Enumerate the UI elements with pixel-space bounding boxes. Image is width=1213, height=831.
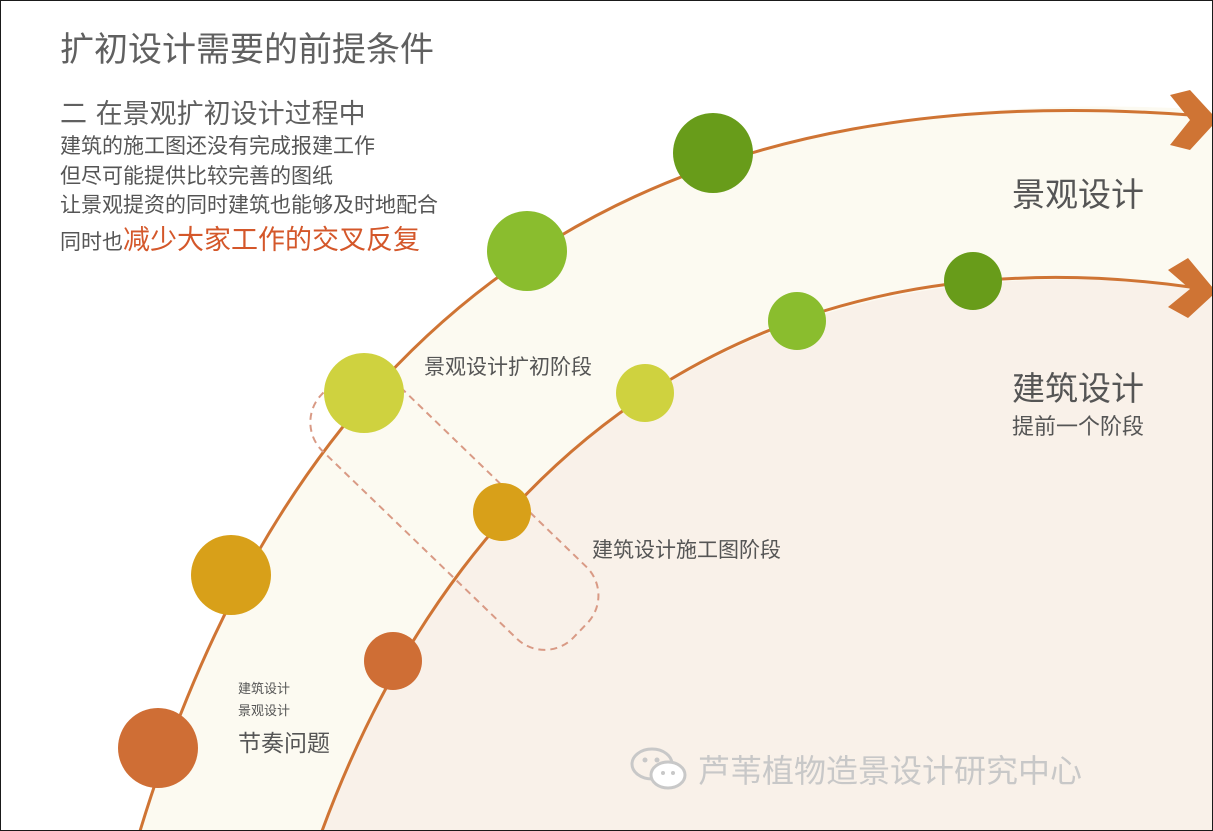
intro-heading: 二 在景观扩初设计过程中 bbox=[60, 99, 366, 130]
watermark-text: 芦苇植物造景设计研究中心 bbox=[698, 752, 1083, 790]
landscape-arrowhead bbox=[1170, 90, 1213, 150]
landscape-stage-dot-5 bbox=[118, 708, 198, 788]
landscape-stage-dot-2 bbox=[487, 211, 567, 291]
architecture-stage-dot-4 bbox=[473, 483, 531, 541]
highlight-text: 减少大家工作的交叉反复 bbox=[123, 225, 420, 256]
architecture-stage-dot-2 bbox=[768, 292, 826, 350]
rhythm-title: 节奏问题 bbox=[238, 731, 330, 757]
architecture-arrowhead bbox=[1168, 258, 1213, 318]
intro-line-2: 但尽可能提供比较完善的图纸 bbox=[60, 164, 333, 188]
intro-line-3: 让景观提资的同时建筑也能够及时地配合 bbox=[60, 193, 438, 217]
landscape-stage-dot-1 bbox=[673, 113, 753, 193]
intro-line-4: 同时也减少大家工作的交叉反复 bbox=[60, 218, 420, 257]
rhythm-line-2: 景观设计 bbox=[238, 704, 291, 719]
intro-line-4-prefix: 同时也 bbox=[60, 230, 123, 254]
page-title: 扩初设计需要的前提条件 bbox=[60, 30, 434, 70]
watermark: 芦苇植物造景设计研究中心 bbox=[628, 744, 1082, 794]
architecture-track-label: 建筑设计 bbox=[1012, 369, 1144, 408]
landscape-track-label: 景观设计 bbox=[1012, 175, 1144, 214]
rhythm-line-1: 建筑设计 bbox=[238, 682, 291, 697]
landscape-stage-dot-3 bbox=[324, 353, 404, 433]
architecture-stage-dot-5 bbox=[364, 632, 422, 690]
architecture-stage-dot-1 bbox=[944, 252, 1002, 310]
landscape-stage-label: 景观设计扩初阶段 bbox=[424, 355, 592, 379]
architecture-track-sublabel: 提前一个阶段 bbox=[1012, 415, 1145, 440]
architecture-stage-label: 建筑设计施工图阶段 bbox=[592, 538, 781, 562]
architecture-stage-dot-3 bbox=[616, 364, 674, 422]
intro-line-1: 建筑的施工图还没有完成报建工作 bbox=[60, 134, 375, 158]
architecture-region bbox=[322, 279, 1213, 831]
wechat-icon bbox=[630, 747, 687, 790]
landscape-stage-dot-4 bbox=[191, 535, 271, 615]
